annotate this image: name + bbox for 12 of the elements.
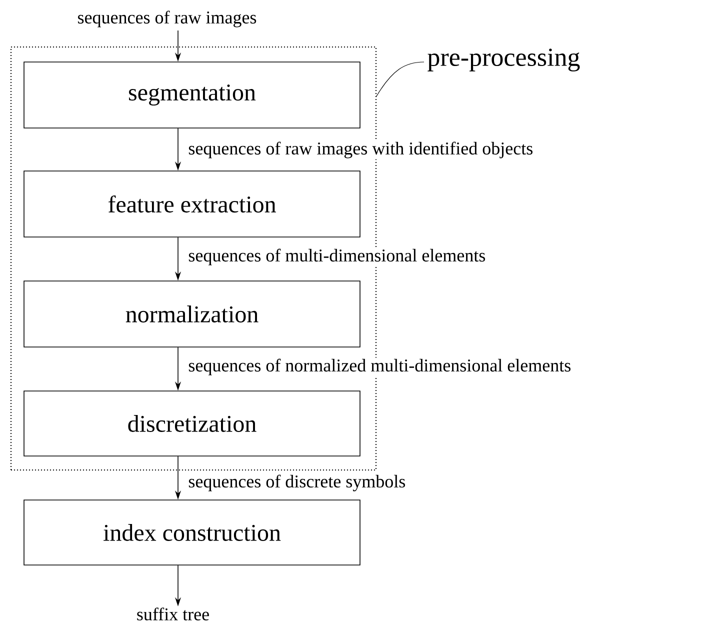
process-box: segmentation	[24, 62, 360, 128]
process-box: normalization	[24, 280, 360, 348]
process-box: discretization	[24, 390, 360, 456]
group-heading: pre-processing	[428, 48, 580, 72]
edge-label: sequences of raw images with identified objects	[187, 140, 534, 160]
edge-label: sequences of discrete symbols	[187, 474, 407, 492]
process-box: index construction	[24, 500, 360, 566]
edge-label: sequences of normalized multi-dimensional elements	[187, 358, 572, 376]
process-box: feature extraction	[24, 170, 360, 238]
edge-label: sequences of multi-dimensional elements	[187, 248, 487, 266]
flow-text: sequences of raw images	[78, 10, 256, 28]
flow-text: suffix tree	[137, 608, 209, 620]
